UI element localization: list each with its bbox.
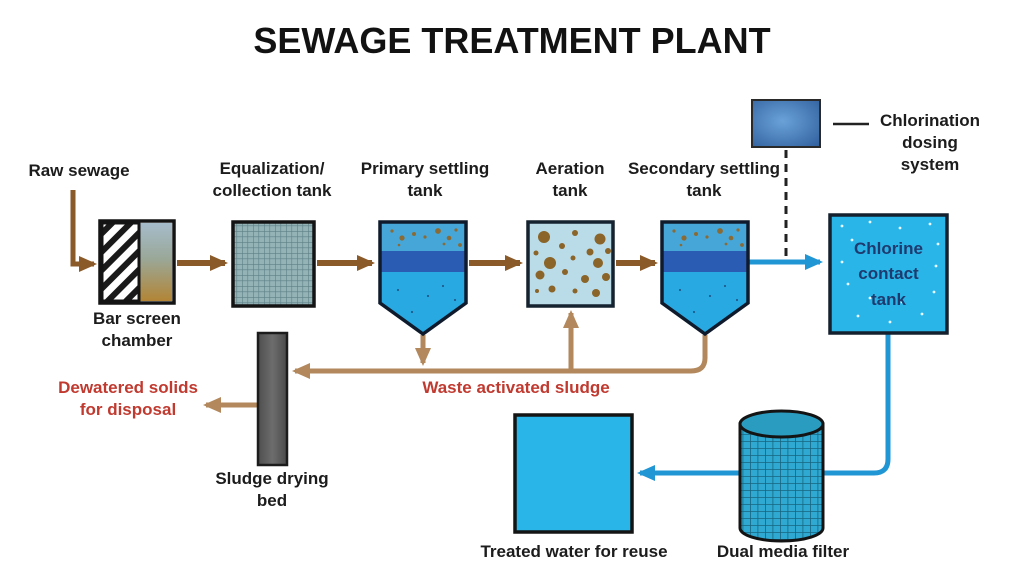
- raw-sewage-arrow: [70, 190, 97, 272]
- sludge-drying-bed-shape: [256, 331, 289, 467]
- water-flow-lines: [637, 254, 891, 481]
- equalization-tank-shape: [231, 220, 316, 308]
- bar-screen-chamber-label: Bar screen chamber: [93, 309, 181, 351]
- dual-media-filter-shape: [738, 409, 825, 543]
- chlorine-contact-tank-shape: [828, 213, 949, 335]
- equalization-tank-label: Equalization/ collection tank: [212, 159, 332, 201]
- sludge-drying-bed-label: Sludge drying bed: [215, 469, 329, 511]
- secondary-settling-label: Secondary settling tank: [627, 159, 781, 201]
- page-title: SEWAGE TREATMENT PLANT: [253, 20, 771, 61]
- primary-settling-tank-shape: [378, 220, 468, 337]
- treated-water-label: Treated water for reuse: [480, 542, 668, 561]
- raw-sewage-label: Raw sewage: [28, 161, 130, 180]
- sludge-flow-lines: [203, 310, 708, 413]
- secondary-settling-tank-shape: [660, 220, 750, 337]
- chlorination-dosing-label: Chlorination dosing system: [879, 111, 981, 175]
- aeration-tank-shape: [526, 220, 615, 308]
- primary-settling-label: Primary settling tank: [360, 159, 490, 201]
- bar-screen-chamber-shape: [98, 219, 176, 305]
- aeration-tank-label: Aeration tank: [535, 159, 605, 201]
- chlorination-dosing-box: [751, 99, 821, 148]
- chlorine-contact-tank-label: Chlorine contact tank: [854, 238, 923, 309]
- treated-water-tank-shape: [513, 413, 634, 534]
- chlorination-dosing-lines: [784, 122, 869, 258]
- dewatered-solids-label: Dewatered solids for disposal: [58, 378, 198, 420]
- waste-activated-sludge-label: Waste activated sludge: [422, 378, 610, 397]
- dual-media-filter-label: Dual media filter: [716, 542, 850, 561]
